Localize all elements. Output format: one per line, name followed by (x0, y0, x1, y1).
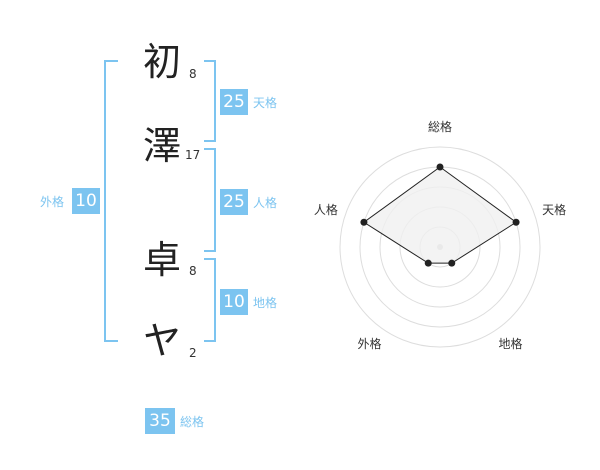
name-char-1: 初 (142, 40, 181, 84)
radar-series-polygon (363, 166, 517, 264)
radar-axis-label-2: 天格 (542, 202, 566, 217)
jinkaku-bracket (204, 148, 216, 252)
radar-chart: 総格天格地格 外格 人格 (300, 100, 600, 370)
tenkaku-label: 天格 (253, 96, 278, 110)
tenkaku-badge: 25 (220, 89, 248, 115)
radar-point-4 (424, 259, 432, 267)
jinkaku-badge: 25 (220, 189, 248, 215)
tenkaku-bracket (204, 60, 216, 142)
soukaku-label: 総格 (180, 415, 205, 429)
radar-point-3 (448, 259, 456, 267)
soukaku-badge: 35 (145, 408, 175, 434)
gaikaku-label: 外格 (40, 195, 65, 209)
radar-axis-label-5: 人格 (314, 202, 338, 217)
radar-axis-label-3: 地格 (499, 336, 523, 351)
stroke-count-2: 17 (185, 148, 201, 162)
gaikaku-badge: 10 (72, 188, 100, 214)
chikaku-bracket (204, 258, 216, 342)
radar-ring (339, 146, 541, 348)
chikaku-badge: 10 (220, 289, 248, 315)
name-char-4: ヤ (142, 319, 181, 363)
radar-axis-label-4: 外格 (357, 336, 381, 351)
stroke-count-4: 2 (189, 346, 197, 360)
radar-axis-label-1: 総格 (428, 119, 452, 134)
stroke-count-3: 8 (189, 264, 197, 278)
chikaku-label: 地格 (253, 296, 278, 310)
name-char-2: 澤 (142, 124, 181, 168)
stroke-count-1: 8 (189, 67, 197, 81)
name-char-3: 卓 (142, 238, 181, 282)
radar-point-5 (360, 218, 368, 226)
gaikaku-bracket (104, 60, 118, 342)
jinkaku-label: 人格 (253, 196, 278, 210)
radar-point-1 (436, 163, 444, 171)
radar-point-2 (512, 218, 520, 226)
